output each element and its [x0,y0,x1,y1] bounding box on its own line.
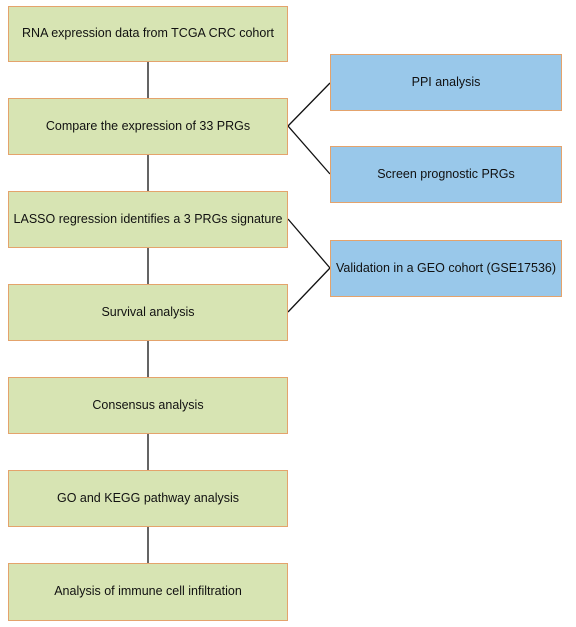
side-step-label: Screen prognostic PRGs [377,166,515,181]
side-step-ppi-analysis: PPI analysis [330,54,562,111]
side-step-screen-prognostic: Screen prognostic PRGs [330,146,562,203]
flow-step-immune-infiltration: Analysis of immune cell infiltration [8,563,288,621]
flow-step-label: Consensus analysis [92,397,204,412]
flow-step-label: RNA expression data from TCGA CRC cohort [22,26,274,41]
side-step-geo-validation: Validation in a GEO cohort (GSE17536) [330,240,562,297]
flow-step-consensus-analysis: Consensus analysis [8,377,288,434]
side-step-label: PPI analysis [411,74,481,89]
flow-step-rna-expression: RNA expression data from TCGA CRC cohort [8,6,288,62]
flow-step-label: Compare the expression of 33 PRGs [45,118,251,133]
flow-step-label: LASSO regression identifies a 3 PRGs sig… [13,211,283,226]
flow-step-label: Analysis of immune cell infiltration [54,584,242,599]
connector-step2-screen [287,125,331,175]
flow-step-label: GO and KEGG pathway analysis [56,490,240,505]
flow-step-compare-expression: Compare the expression of 33 PRGs [8,98,288,155]
connector-step4-validation [287,267,331,313]
side-step-label: Validation in a GEO cohort (GSE17536) [335,260,557,275]
connector-step2-ppi [287,82,331,127]
flow-step-lasso-regression: LASSO regression identifies a 3 PRGs sig… [8,191,288,248]
flow-step-label: Survival analysis [101,304,195,319]
flow-step-go-kegg: GO and KEGG pathway analysis [8,470,288,527]
connector-step3-validation [287,218,331,269]
flow-step-survival-analysis: Survival analysis [8,284,288,341]
